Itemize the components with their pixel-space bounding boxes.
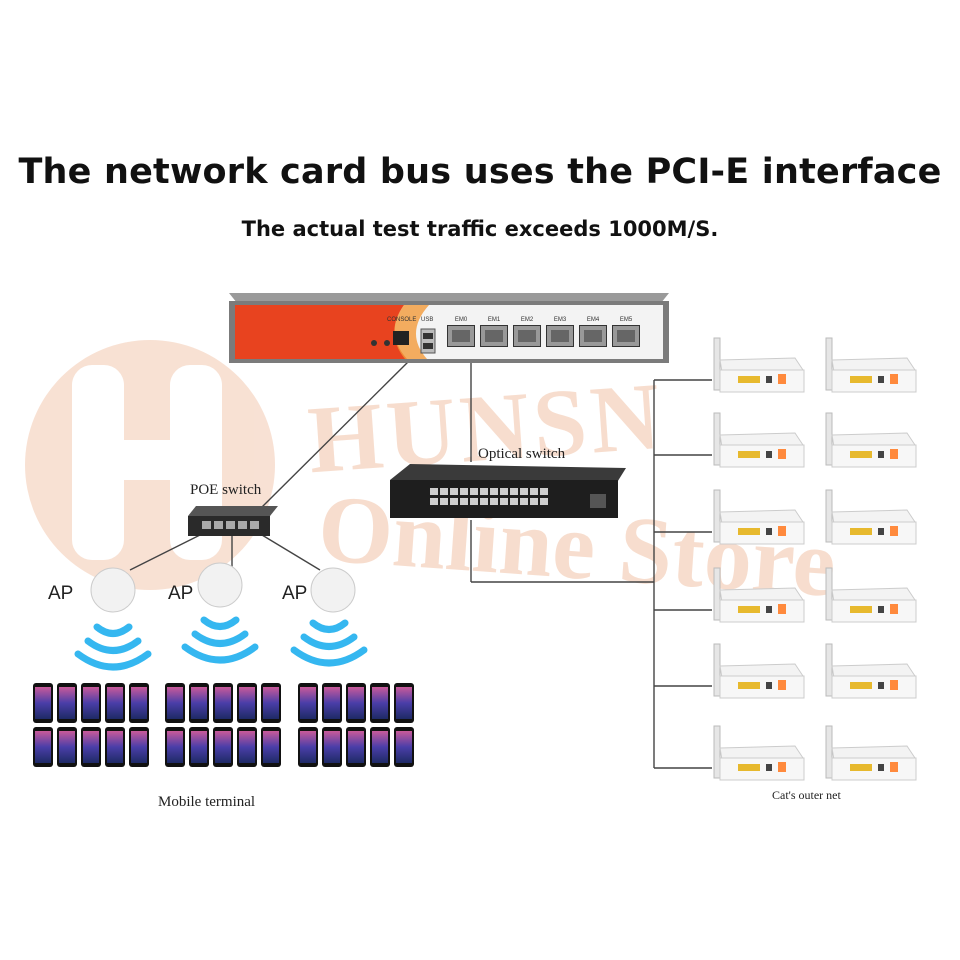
- em-ports: EM0 EM1 EM2 EM3 EM4 EM5: [447, 317, 657, 357]
- usb-label: USB: [421, 317, 434, 323]
- optical-switch-label: Optical switch: [478, 446, 566, 462]
- ethernet-port-icon: [513, 325, 541, 347]
- optical-switch: [390, 464, 626, 522]
- outer-net-label: Cat's outer net: [772, 788, 841, 802]
- ethernet-port-icon: [546, 325, 574, 347]
- port-label: EM3: [553, 317, 567, 323]
- ap-label: AP: [168, 583, 194, 604]
- ethernet-port-icon: [612, 325, 640, 347]
- router-icon: [713, 337, 805, 393]
- port-label: EM5: [619, 317, 633, 323]
- ap-label: AP: [48, 583, 74, 604]
- port-em2: EM2: [513, 317, 541, 347]
- port-em3: EM3: [546, 317, 574, 347]
- port-label: EM1: [487, 317, 501, 323]
- port-em4: EM4: [579, 317, 607, 347]
- port-em1: EM1: [480, 317, 508, 347]
- access-point-icon: [90, 562, 356, 613]
- firewall-appliance: CONSOLE USB EM0 EM1 EM2 EM3 EM4 EM5: [229, 293, 669, 365]
- switch-icon: [188, 506, 278, 536]
- port-label: EM2: [520, 317, 534, 323]
- port-em0: EM0: [447, 317, 475, 347]
- ethernet-port-icon: [579, 325, 607, 347]
- ap-label: AP: [282, 583, 308, 604]
- poe-switch: [186, 506, 278, 538]
- mobile-terminal-label: Mobile terminal: [158, 794, 256, 810]
- wifi-icon: [74, 616, 368, 671]
- console-label: CONSOLE: [387, 317, 417, 323]
- ethernet-port-icon: [480, 325, 508, 347]
- poe-switch-label: POE switch: [190, 482, 262, 498]
- page-subtitle: The actual test traffic exceeds 1000M/S.: [241, 217, 719, 241]
- port-label: EM4: [586, 317, 600, 323]
- port-em5: EM5: [612, 317, 640, 347]
- ethernet-port-icon: [447, 325, 475, 347]
- page-title: The network card bus uses the PCI-E inte…: [18, 152, 942, 192]
- port-label: EM0: [454, 317, 468, 323]
- smartphone-icon: [33, 683, 149, 767]
- switch-icon: [390, 464, 626, 518]
